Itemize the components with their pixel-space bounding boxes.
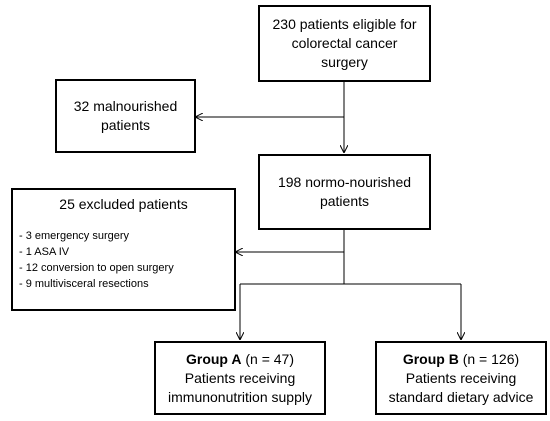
group-b-title: Group B (n = 126) (403, 350, 519, 369)
list-item: - 1 ASA IV (19, 246, 70, 258)
group-b-line-2: standard dietary advice (388, 388, 534, 405)
normonourished-line-1: 198 normo-nourished (277, 174, 412, 190)
normonourished-line-2: patients (319, 193, 370, 209)
group-a-line-1: Patients receiving (184, 369, 296, 386)
eligible-line-2: colorectal cancer (291, 35, 398, 51)
list-item: - 3 emergency surgery (19, 230, 130, 242)
group-a-line-2: immunonutrition supply (168, 388, 312, 405)
group-a-label: Group A (185, 350, 242, 367)
list-item: - 9 multivisceral resections (19, 278, 149, 290)
group-b-label: Group B (402, 350, 459, 367)
malnourished-line-2: patients (100, 117, 151, 133)
group-a-box: Group A (n = 47) Patients receiving immu… (154, 341, 326, 415)
exclusion-reasons-list: - 3 emergency surgery - 1 ASA IV - 12 co… (19, 228, 174, 292)
group-a-count: (n = 47) (241, 350, 294, 367)
malnourished-patients-box: 32 malnourished patients (55, 79, 196, 153)
group-b-count: (n = 126) (458, 350, 520, 367)
normonourished-patients-box: 198 normo-nourished patients (258, 154, 431, 230)
group-a-title: Group A (n = 47) (186, 350, 294, 369)
eligible-patients-box: 230 patients eligible for colorectal can… (258, 5, 431, 82)
group-b-box: Group B (n = 126) Patients receiving sta… (375, 341, 547, 415)
list-item: - 12 conversion to open surgery (19, 262, 174, 274)
eligible-line-1: 230 patients eligible for (272, 16, 417, 32)
eligible-line-3: surgery (321, 54, 368, 70)
excluded-title: 25 excluded patients (59, 196, 188, 212)
excluded-patients-box: 25 excluded patients - 3 emergency surge… (11, 188, 236, 311)
group-b-line-1: Patients receiving (405, 369, 517, 386)
malnourished-line-1: 32 malnourished (73, 98, 178, 114)
